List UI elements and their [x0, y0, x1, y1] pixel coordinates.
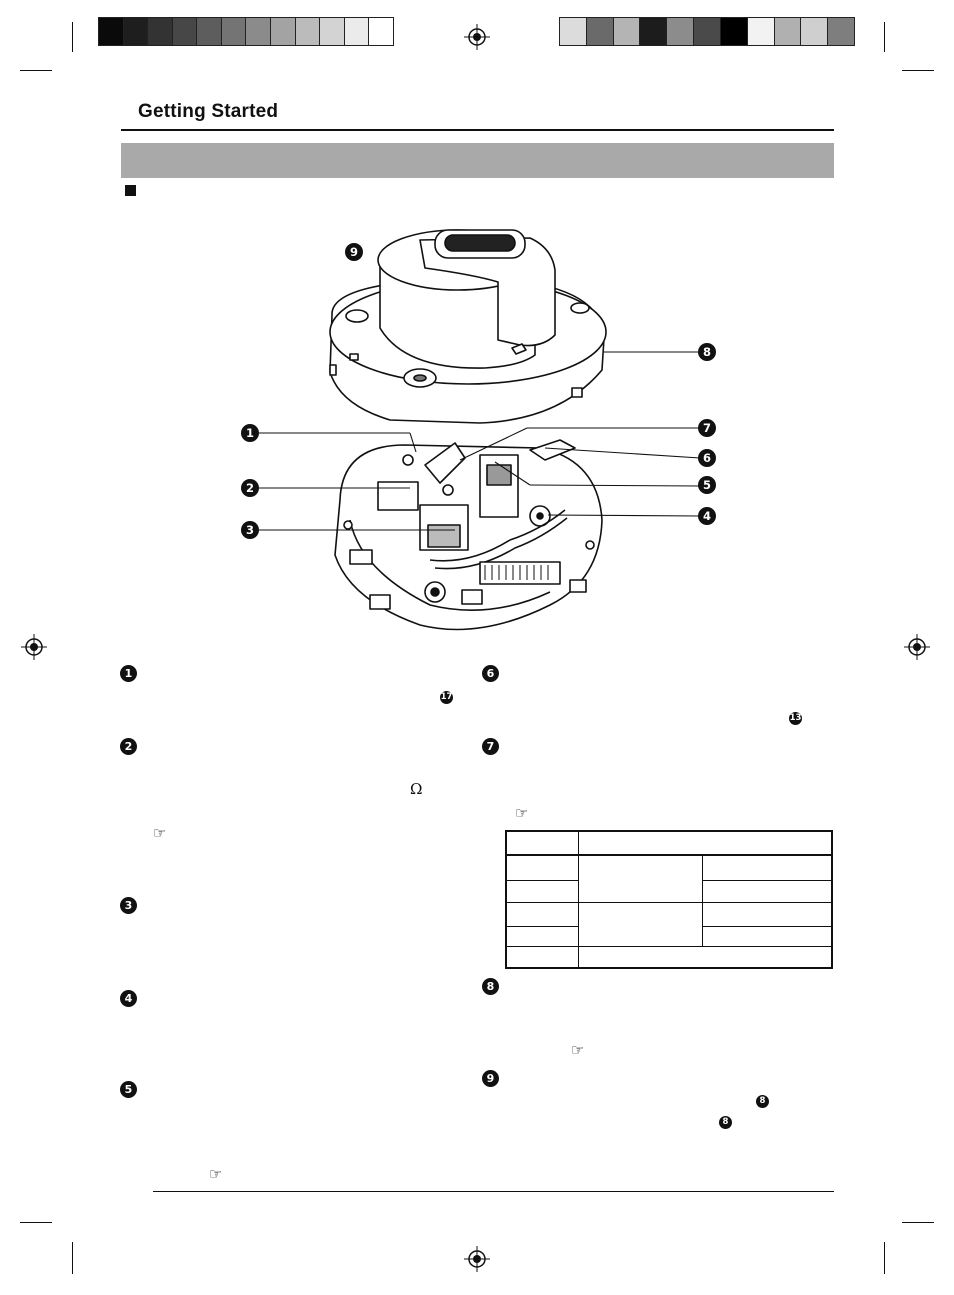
pin-assignment-table: [505, 830, 833, 969]
color-swatch: [747, 18, 775, 45]
color-swatch: [271, 18, 296, 45]
crop-mark: [72, 22, 73, 52]
crop-mark: [20, 1222, 52, 1223]
table-row-rule: [702, 926, 831, 927]
table-header-rule: [507, 854, 831, 856]
footer-rule: [153, 1191, 834, 1192]
callout-4: 4: [698, 507, 716, 525]
callout-1: 1: [241, 424, 259, 442]
item-marker-3: 3: [120, 897, 137, 914]
color-swatch: [197, 18, 222, 45]
reference-hand-icon: ☞: [571, 1041, 585, 1059]
color-swatch: [295, 18, 321, 45]
table-row-rule: [507, 926, 578, 927]
ohm-symbol: Ω: [410, 780, 423, 798]
table-row-rule: [507, 946, 831, 947]
table-column-divider: [578, 832, 579, 967]
registration-mark-icon: [464, 1246, 490, 1272]
item-marker-7: 7: [482, 738, 499, 755]
crop-mark: [72, 1242, 73, 1274]
item-marker-2: 2: [120, 738, 137, 755]
color-swatch: [344, 18, 370, 45]
table-row-rule: [507, 902, 831, 903]
bullet-square-icon: [125, 185, 136, 196]
dome-camera-illustration: [258, 229, 701, 631]
ref-marker-13: 13: [789, 712, 802, 725]
table-row-rule: [507, 880, 578, 881]
item-marker-8: 8: [482, 978, 499, 995]
ref-marker-8: 8: [719, 1116, 732, 1129]
crop-mark: [20, 70, 52, 71]
crop-mark: [902, 70, 934, 71]
color-swatch: [640, 18, 668, 45]
color-swatch: [613, 18, 641, 45]
item-marker-5: 5: [120, 1081, 137, 1098]
color-swatch: [720, 18, 748, 45]
callout-8: 8: [698, 343, 716, 361]
crop-mark: [884, 22, 885, 52]
color-swatch: [586, 18, 614, 45]
ref-marker-17: 17: [440, 691, 453, 704]
color-swatch: [828, 18, 854, 45]
section-title: Getting Started: [138, 101, 279, 122]
reference-hand-icon: ☞: [515, 804, 529, 822]
registration-mark-icon: [904, 634, 930, 660]
color-swatch: [246, 18, 272, 45]
crop-mark: [902, 1222, 934, 1223]
item-marker-1: 1: [120, 665, 137, 682]
color-swatch: [667, 18, 695, 45]
item-marker-4: 4: [120, 990, 137, 1007]
color-calibration-bar-left: [98, 17, 394, 46]
color-calibration-bar-right: [559, 17, 855, 46]
color-swatch: [369, 18, 393, 45]
registration-mark-icon: [464, 24, 490, 50]
registration-mark-icon: [21, 634, 47, 660]
ref-marker-8: 8: [756, 1095, 769, 1108]
table-column-divider: [702, 856, 703, 946]
callout-7: 7: [698, 419, 716, 437]
title-band: [121, 143, 834, 178]
callout-3: 3: [241, 521, 259, 539]
color-swatch: [560, 18, 587, 45]
color-swatch: [774, 18, 802, 45]
callout-2: 2: [241, 479, 259, 497]
callout-9: 9: [345, 243, 363, 261]
color-swatch: [221, 18, 247, 45]
color-swatch: [694, 18, 721, 45]
header-rule: [121, 129, 834, 131]
color-swatch: [320, 18, 345, 45]
table-row-rule: [702, 880, 831, 881]
color-swatch: [148, 18, 173, 45]
crop-mark: [884, 1242, 885, 1274]
item-marker-6: 6: [482, 665, 499, 682]
color-swatch: [99, 18, 124, 45]
color-swatch: [172, 18, 198, 45]
color-swatch: [801, 18, 829, 45]
reference-hand-icon: ☞: [153, 824, 167, 842]
callout-6: 6: [698, 449, 716, 467]
color-swatch: [123, 18, 149, 45]
reference-hand-icon: ☞: [209, 1165, 223, 1183]
item-marker-9: 9: [482, 1070, 499, 1087]
callout-5: 5: [698, 476, 716, 494]
